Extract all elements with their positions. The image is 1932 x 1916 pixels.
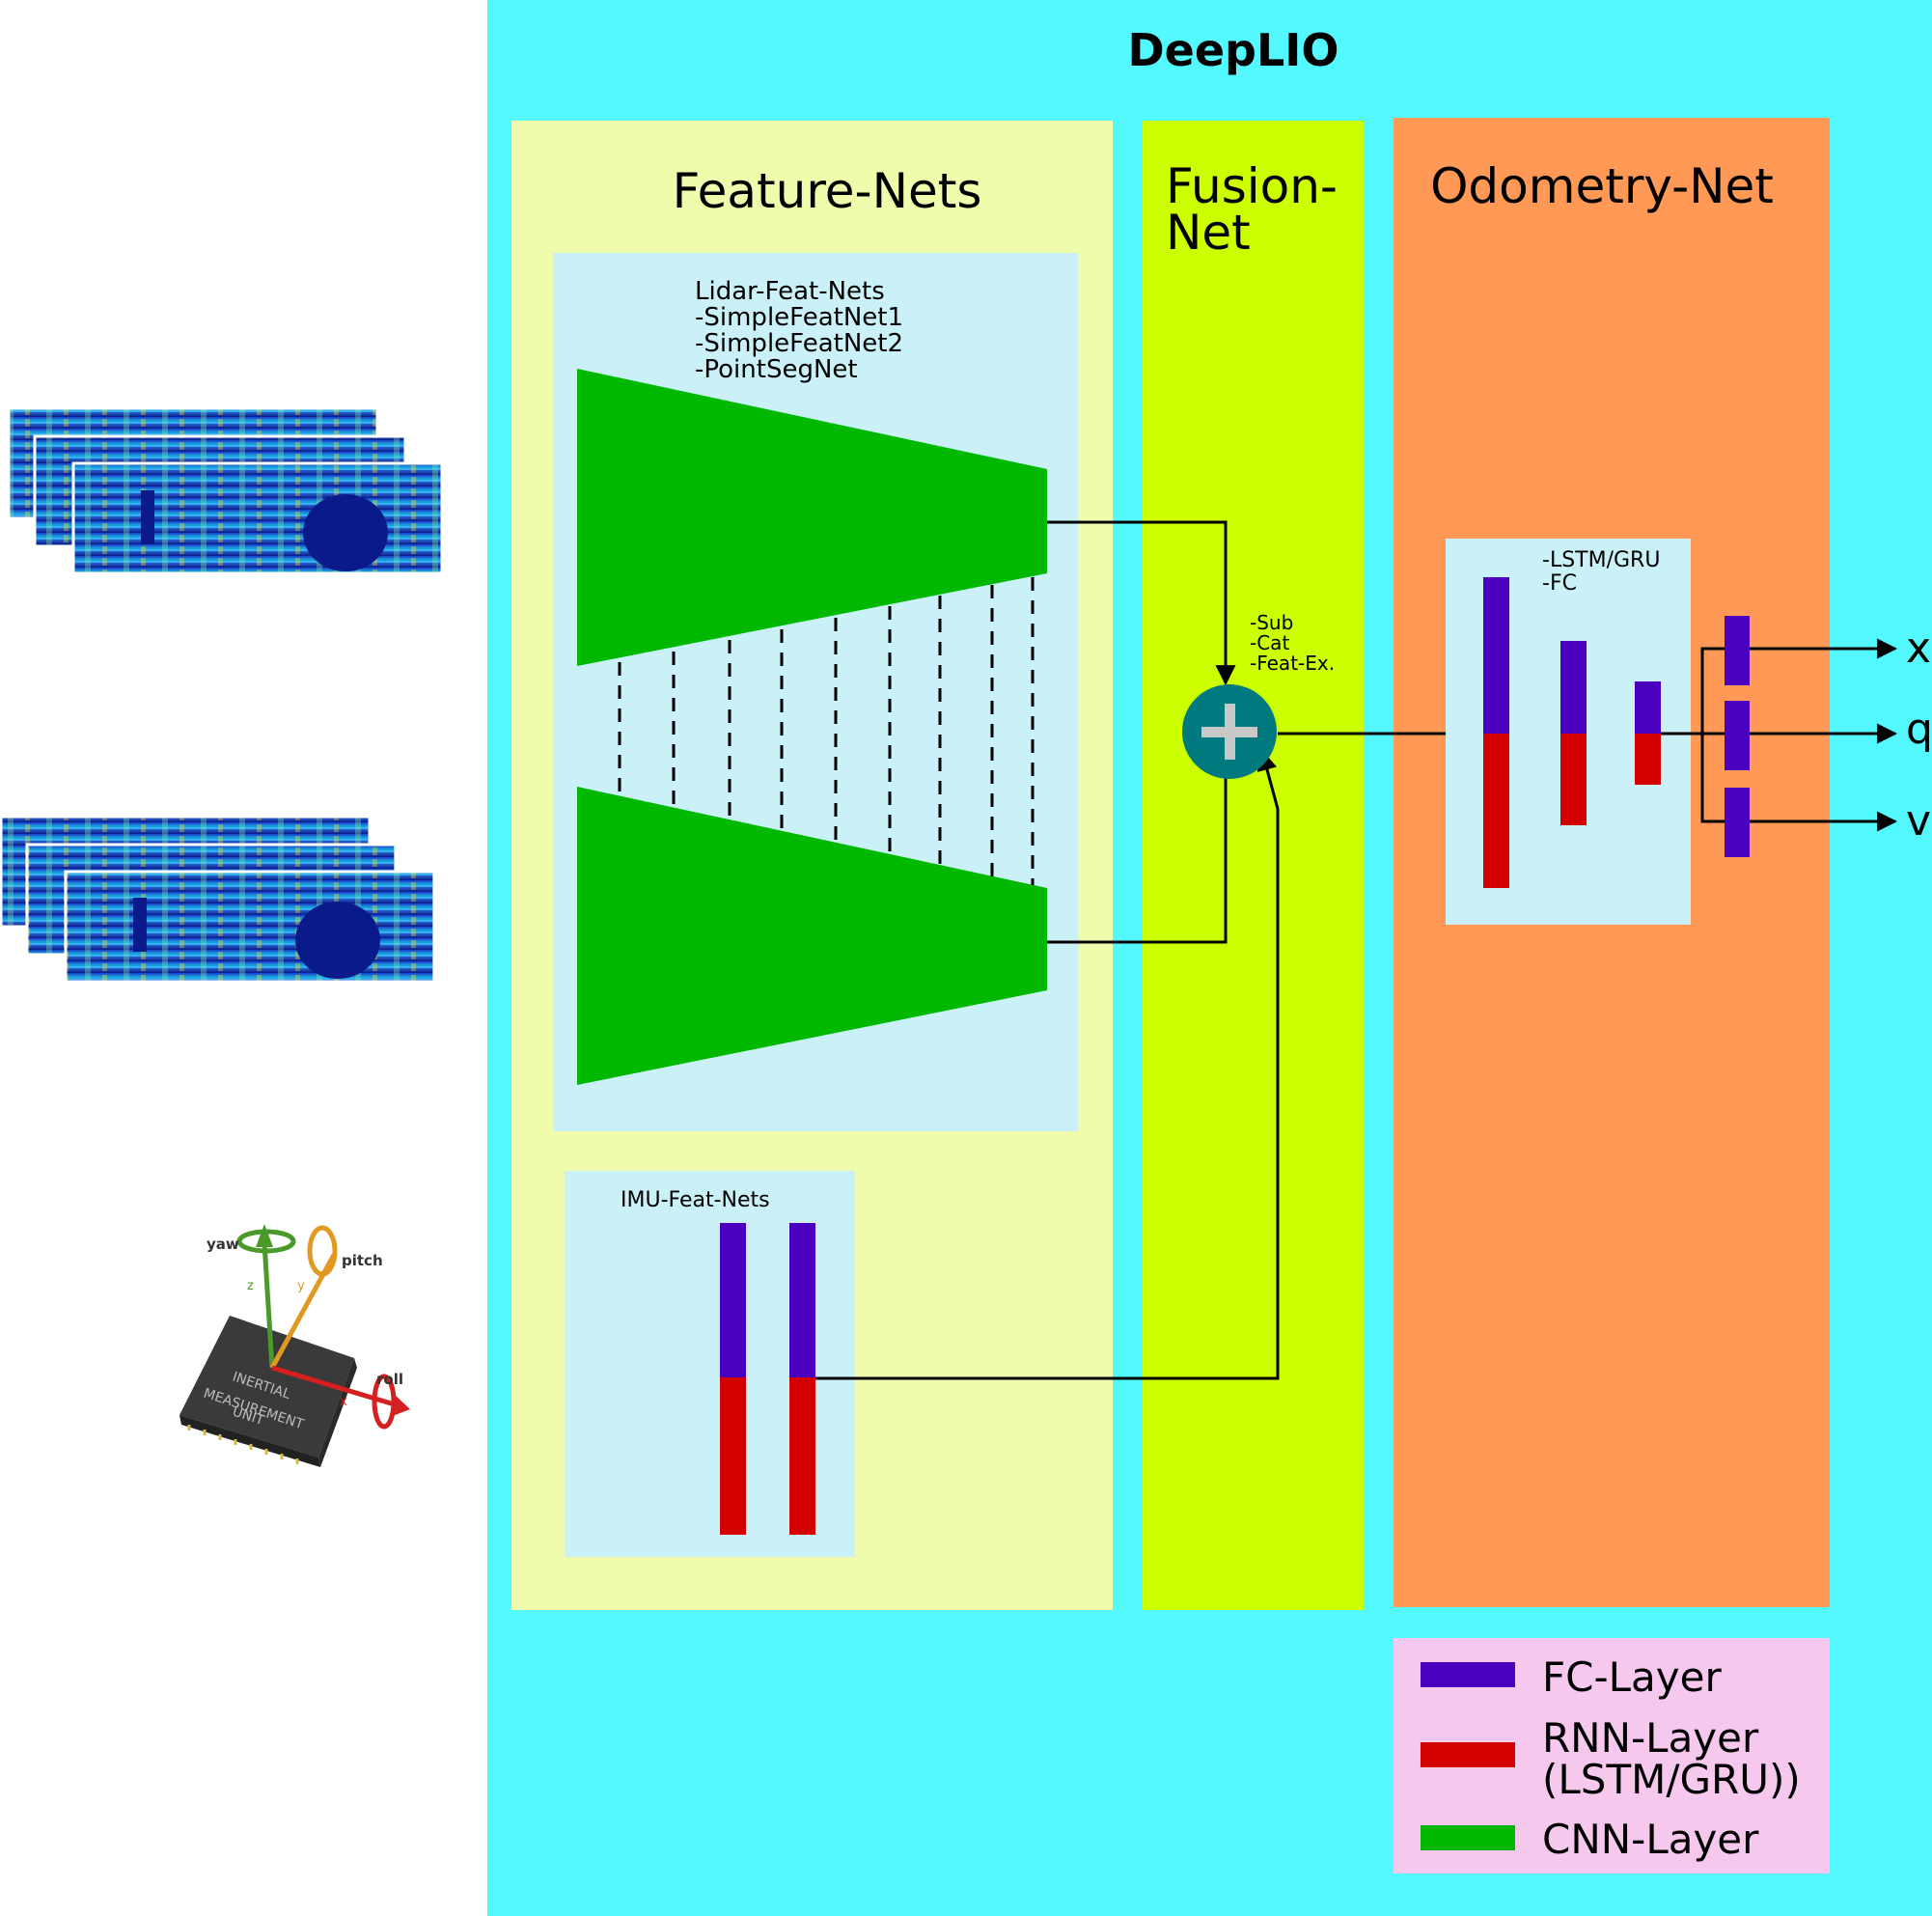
imu-label-z: z bbox=[247, 1279, 254, 1293]
head-fc-x bbox=[1725, 616, 1750, 685]
odo-rnn-layer-3 bbox=[1635, 734, 1661, 785]
fusion-net-title-line2: Net bbox=[1166, 205, 1251, 261]
legend-rnn-label: RNN-Layer bbox=[1542, 1714, 1759, 1762]
imu-feat-nets-header: IMU-Feat-Nets bbox=[621, 1188, 770, 1212]
imu-label-x: x bbox=[340, 1395, 347, 1409]
odo-fc-layer-1 bbox=[1483, 577, 1509, 734]
head-fc-v bbox=[1725, 788, 1750, 857]
imu-rnn-layer-1 bbox=[720, 1377, 746, 1535]
connections bbox=[815, 520, 1485, 1380]
imu-fc-layer-2 bbox=[789, 1223, 815, 1377]
odo-fc-layer-2 bbox=[1560, 641, 1587, 734]
odo-rnn-layer-1 bbox=[1483, 734, 1509, 888]
legend-fc-swatch bbox=[1421, 1662, 1515, 1687]
lidar-input-stack-2 bbox=[0, 815, 436, 984]
odometry-net-title: Odometry-Net bbox=[1430, 158, 1774, 214]
odometry-op-fc: -FC bbox=[1542, 571, 1577, 596]
imu-fc-layer-1 bbox=[720, 1223, 746, 1377]
imu-label-yaw: yaw bbox=[207, 1236, 239, 1253]
output-x: x bbox=[1906, 624, 1931, 673]
legend-rnn-swatch bbox=[1421, 1742, 1515, 1767]
imu-sensor-image: INERTIAL MEASUREMENT UNIT yaw pitch roll… bbox=[179, 1224, 410, 1467]
legend-fc-label: FC-Layer bbox=[1542, 1653, 1722, 1701]
lidar-feat-nets-header: Lidar-Feat-Nets bbox=[695, 277, 885, 306]
cnn-encoder-upper bbox=[577, 369, 1047, 666]
lidar-option-1: -SimpleFeatNet1 bbox=[695, 303, 903, 332]
lidar-input-stack-1 bbox=[7, 406, 444, 575]
head-fc-q bbox=[1725, 701, 1750, 770]
legend-cnn-swatch bbox=[1421, 1825, 1515, 1850]
fusion-net-title-line1: Fusion- bbox=[1166, 158, 1338, 214]
deeplio-title: DeepLIO bbox=[1127, 24, 1339, 76]
odo-fc-layer-3 bbox=[1635, 681, 1661, 734]
fusion-op-sub: -Sub bbox=[1250, 611, 1293, 634]
output-connections bbox=[1661, 638, 1898, 832]
odo-rnn-layer-2 bbox=[1560, 734, 1587, 825]
fusion-node bbox=[1182, 684, 1277, 779]
shared-weights-dashes bbox=[618, 577, 1035, 885]
legend-rnn-label-2: (LSTM/GRU)) bbox=[1542, 1756, 1801, 1803]
imu-rnn-layer-2 bbox=[789, 1377, 815, 1535]
imu-label-roll: roll bbox=[376, 1371, 403, 1388]
legend-cnn-label: CNN-Layer bbox=[1542, 1816, 1759, 1863]
imu-label-pitch: pitch bbox=[342, 1252, 383, 1269]
imu-label-y: y bbox=[297, 1279, 305, 1293]
fusion-net-panel bbox=[1143, 121, 1364, 1610]
cnn-encoder-lower bbox=[577, 787, 1047, 1085]
feature-nets-title: Feature-Nets bbox=[673, 163, 982, 219]
lidar-option-3: -PointSegNet bbox=[695, 355, 858, 384]
output-q: q bbox=[1906, 705, 1932, 754]
output-v: v bbox=[1906, 796, 1931, 846]
fusion-op-feat-ex: -Feat-Ex. bbox=[1250, 652, 1335, 675]
fusion-op-cat: -Cat bbox=[1250, 631, 1289, 654]
odometry-op-lstm-gru: -LSTM/GRU bbox=[1542, 548, 1660, 572]
lidar-option-2: -SimpleFeatNet2 bbox=[695, 329, 903, 358]
